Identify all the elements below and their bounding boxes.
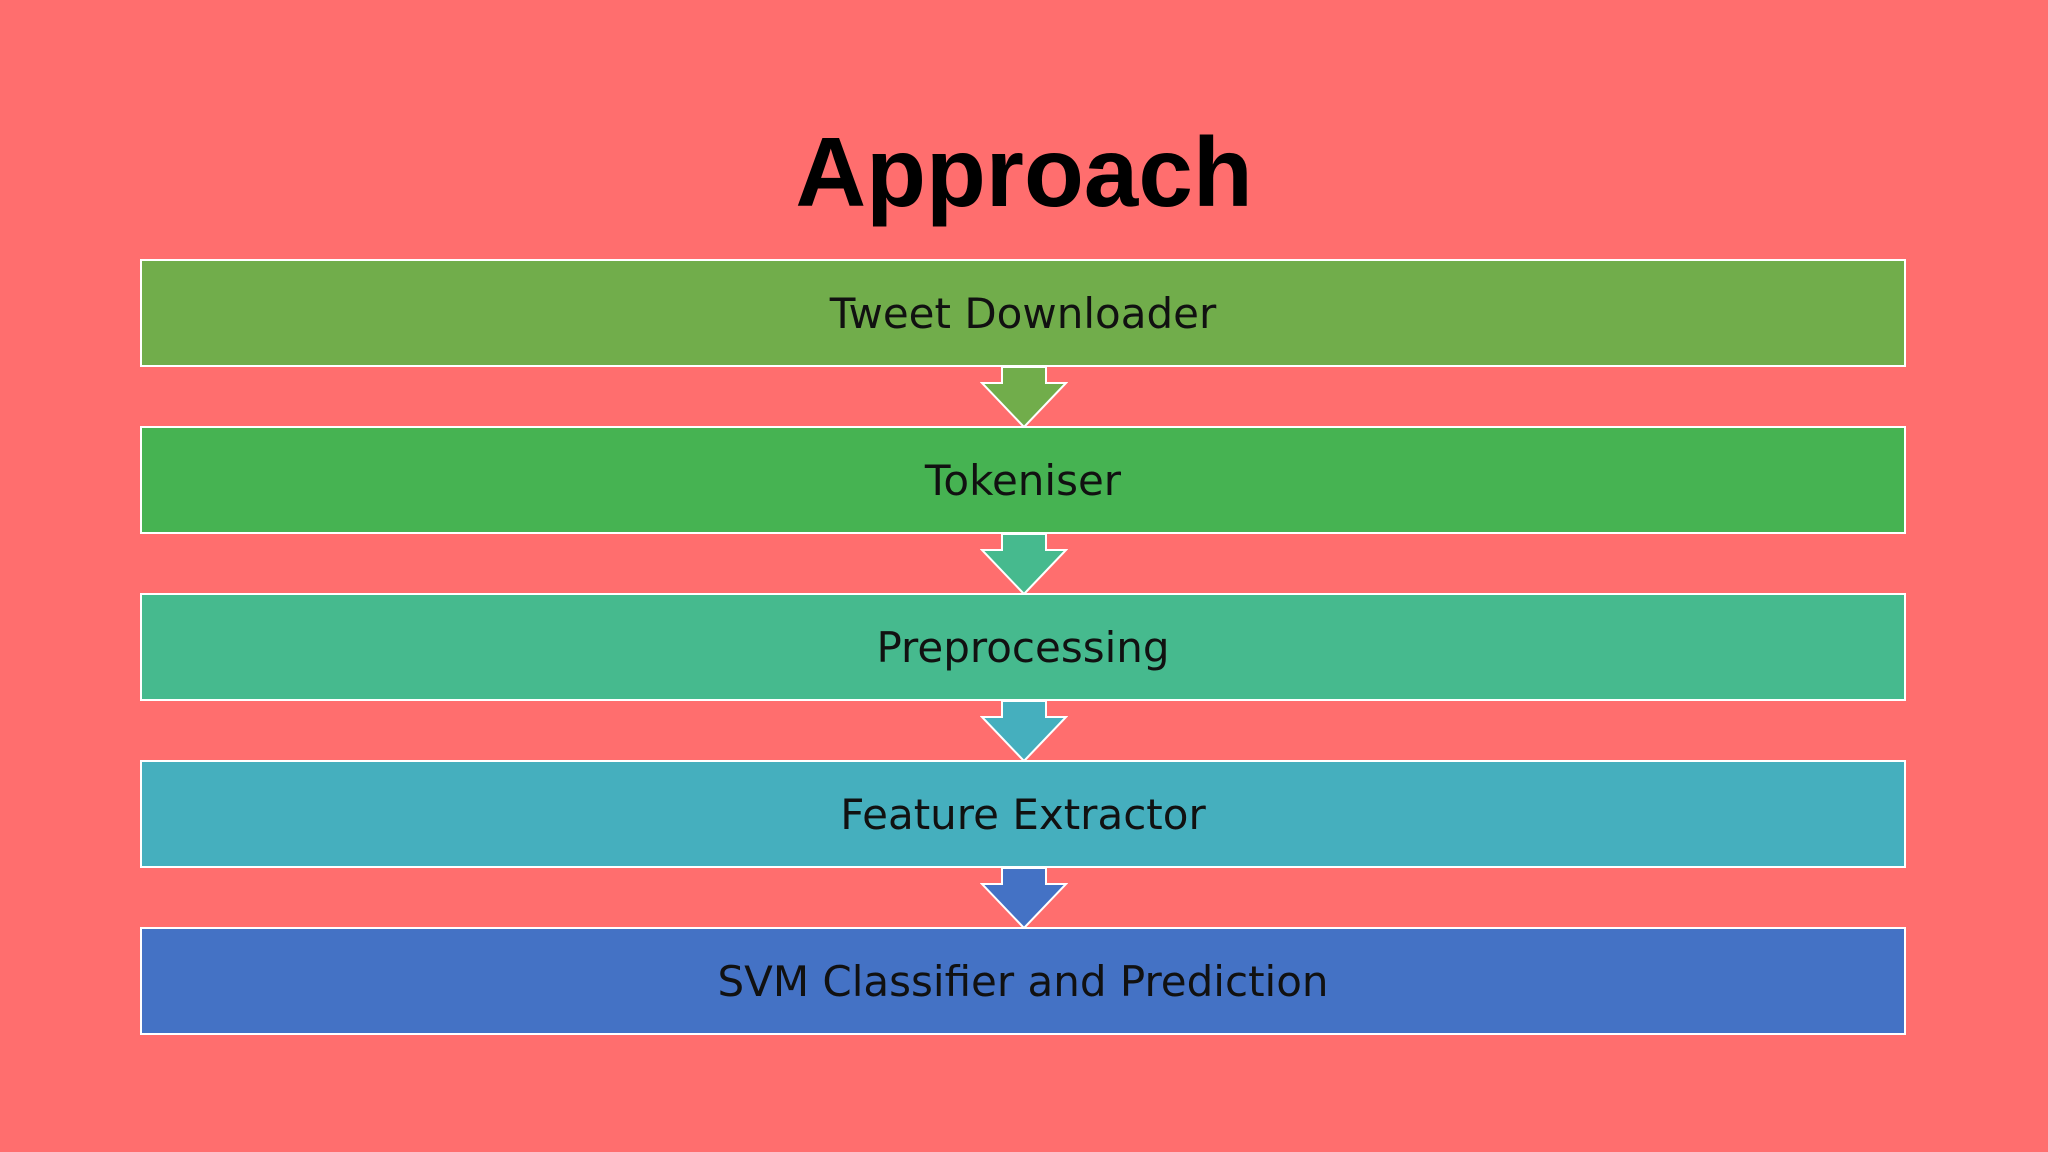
step-label: Tokeniser xyxy=(924,455,1122,505)
down-arrow-icon xyxy=(980,701,1068,763)
step-label: Tweet Downloader xyxy=(829,288,1217,338)
down-arrow-icon xyxy=(980,534,1068,596)
step-feature-extractor: Feature Extractor xyxy=(140,760,1906,868)
step-svm-classifier: SVM Classifier and Prediction xyxy=(140,927,1906,1035)
step-preprocessing: Preprocessing xyxy=(140,593,1906,701)
step-tweet-downloader: Tweet Downloader xyxy=(140,259,1906,367)
down-arrow-icon xyxy=(980,868,1068,930)
slide-title: Approach xyxy=(795,117,1253,227)
step-label: Preprocessing xyxy=(876,622,1170,672)
step-tokeniser: Tokeniser xyxy=(140,426,1906,534)
down-arrow-icon xyxy=(980,367,1068,429)
step-label: SVM Classifier and Prediction xyxy=(717,956,1329,1006)
step-label: Feature Extractor xyxy=(840,789,1206,839)
